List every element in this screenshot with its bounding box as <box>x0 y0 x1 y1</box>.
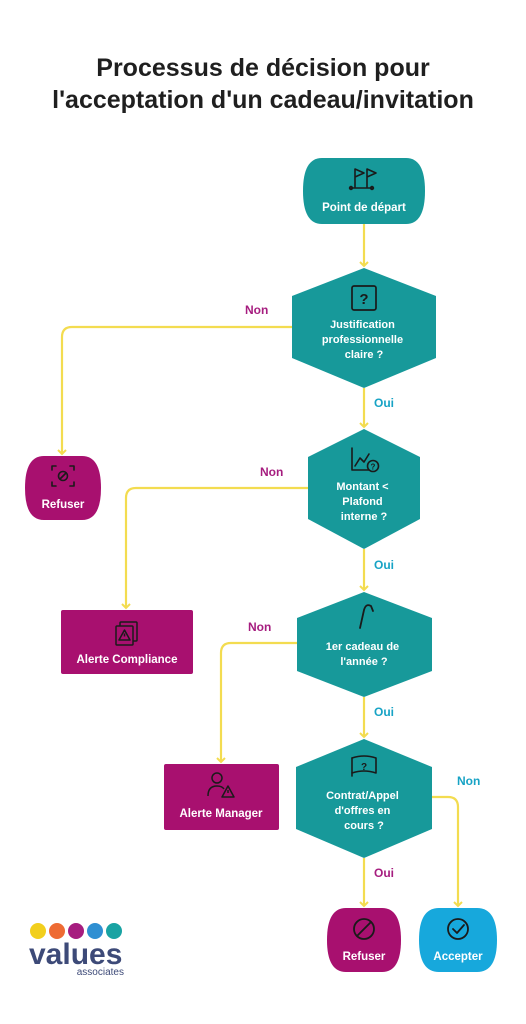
q4-line-3: cours ? <box>344 820 384 832</box>
q4-line-1: Contrat/Appel <box>326 790 399 802</box>
label-q3-non: Non <box>248 620 271 634</box>
node-start: Point de départ <box>303 158 425 224</box>
title-line-2: l'acceptation d'un cadeau/invitation <box>52 86 474 114</box>
flags-icon <box>348 168 377 191</box>
logo-dot-4 <box>87 923 103 939</box>
node-alert-manager: Alerte Manager <box>164 764 279 830</box>
hook-icon <box>359 604 374 629</box>
q3-line-1: 1er cadeau de <box>326 641 399 653</box>
svg-text:Justification profession: Justification professionnelle claire ? <box>322 319 406 361</box>
q2-line-3: interne ? <box>341 511 388 523</box>
label-q3-oui: Oui <box>374 705 394 719</box>
svg-text:?: ? <box>361 762 367 773</box>
edge-q3-non-to-alert-manager <box>216 641 297 764</box>
logo-text: values <box>29 938 122 971</box>
node-alert-compliance: Alerte Compliance <box>61 610 193 674</box>
refuse-2-label: Refuser <box>343 951 386 963</box>
label-q2-non: Non <box>260 465 283 479</box>
accept-label: Accepter <box>433 951 483 963</box>
q1-line-2: professionnelle <box>322 334 403 346</box>
q3-line-2: l'année ? <box>340 656 388 668</box>
edge-q2-non-to-alert-compliance <box>121 486 308 610</box>
q2-line-1: Montant < <box>336 481 388 493</box>
svg-text:?: ? <box>359 291 368 308</box>
node-refuse-2: Refuser <box>327 908 401 972</box>
q1-line-3: claire ? <box>345 349 384 361</box>
blocked-eye-icon <box>51 465 75 487</box>
flag-question-icon: ? <box>351 755 377 777</box>
edge-q1-non-to-refuse1 <box>57 325 292 456</box>
label-q1-oui: Oui <box>374 396 394 410</box>
q2-line-2: Plafond <box>342 496 382 508</box>
label-q4-oui: Oui <box>374 866 394 880</box>
alert-compliance-label: Alerte Compliance <box>77 654 178 666</box>
node-q3: 1er cadeau de l'année ? <box>297 592 432 697</box>
label-q4-non: Non <box>457 774 480 788</box>
alert-manager-label: Alerte Manager <box>179 808 263 820</box>
user-warning-icon <box>207 772 235 798</box>
prohibited-icon <box>353 918 375 940</box>
q1-line-1: Justification <box>330 319 395 331</box>
label-q2-oui: Oui <box>374 558 394 572</box>
chart-question-icon: ? <box>351 447 380 473</box>
logo-dot-5 <box>106 923 122 939</box>
refuse-1-label: Refuser <box>42 499 85 511</box>
node-q4: ? Contrat/Appel d'offres en cours ? <box>296 739 432 858</box>
svg-text:Contrat/Appel d'offres e: Contrat/Appel d'offres en cours ? <box>326 790 402 832</box>
logo-dot-3 <box>68 923 84 939</box>
start-label: Point de départ <box>322 202 406 214</box>
svg-text:?: ? <box>371 463 376 472</box>
connectors <box>57 224 463 908</box>
logo-subtext: associates <box>77 967 124 978</box>
node-refuse-1: Refuser <box>25 456 101 520</box>
diagram-title: Processus de décision pour l'acceptation… <box>0 52 526 116</box>
node-q2: ? Montant < Plafond interne ? <box>308 429 420 549</box>
label-q1-non: Non <box>245 303 268 317</box>
svg-text:Montant < Plafond: Montant < Plafond interne ? <box>336 481 391 523</box>
node-q1: ? Justification professionnelle claire ? <box>292 268 436 388</box>
logo-dot-1 <box>30 923 46 939</box>
logo-dot-2 <box>49 923 65 939</box>
warning-copy-icon <box>115 621 138 646</box>
check-circle-icon <box>447 918 469 940</box>
svg-text:1er cadeau de l'année ?: 1er cadeau de l'année ? <box>326 641 402 668</box>
values-associates-logo: values associates <box>29 923 124 978</box>
title-line-1: Processus de décision pour <box>96 54 430 82</box>
edge-q4-non-to-accept <box>432 795 463 908</box>
q4-line-2: d'offres en <box>335 805 391 817</box>
node-accept: Accepter <box>419 908 497 972</box>
question-square-icon: ? <box>351 285 377 311</box>
